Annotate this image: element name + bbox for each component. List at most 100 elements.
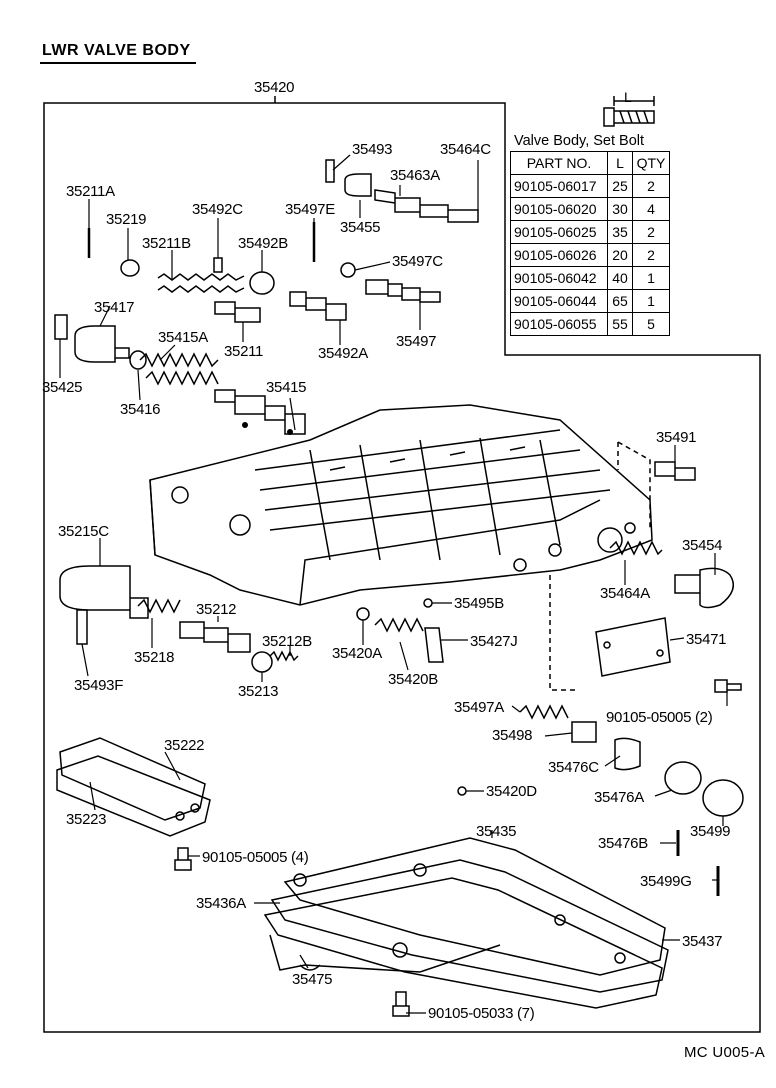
part-label: 35495B: [454, 595, 504, 612]
plug-35498: [571, 721, 597, 743]
ball-35495B: [423, 598, 433, 608]
qty: 2: [632, 174, 670, 198]
plug-35491: [654, 461, 696, 481]
gasket-35436A: [270, 859, 669, 993]
part-label: 35493F: [74, 677, 124, 694]
ball-35420A: [356, 607, 370, 621]
part-label: 35497E: [285, 201, 335, 218]
part-no: 90105-06025: [510, 220, 608, 244]
qty: 5: [632, 312, 670, 336]
part-label: 35213: [238, 683, 279, 700]
qty: 1: [632, 266, 670, 290]
spring-35415A: [139, 352, 219, 368]
qty: 2: [632, 220, 670, 244]
part-label: 35218: [134, 649, 175, 666]
part-label: 35223: [66, 811, 107, 828]
spring-35212B: [269, 650, 299, 662]
part-label: 35471: [686, 631, 727, 648]
plug-35476A: [664, 761, 702, 795]
clip-35427J: [424, 627, 444, 663]
part-label: 90105-05005 (2): [606, 709, 713, 726]
part-label: 35211: [224, 343, 264, 360]
plate-35471: [595, 617, 671, 677]
part-label: 35425: [42, 379, 83, 396]
part-label: 35497: [396, 333, 437, 350]
gasket-35223: [56, 755, 211, 837]
plug-35213: [251, 651, 273, 673]
part-label: 35211B: [142, 235, 191, 252]
shim-35493F: [76, 609, 88, 645]
length: 20: [607, 243, 633, 267]
part-label: 35454: [682, 537, 723, 554]
valve-35215C: [59, 565, 149, 619]
spring-35211B: [157, 273, 245, 281]
part-label: 35492A: [318, 345, 368, 362]
length: 35: [607, 220, 633, 244]
part-no: 90105-06026: [510, 243, 608, 267]
spring-35218: [137, 598, 181, 614]
pin-35492C: [213, 257, 223, 273]
part-label: 35219: [106, 211, 147, 228]
length: 30: [607, 197, 633, 221]
qty: 2: [632, 243, 670, 267]
part-label: 35420B: [388, 671, 438, 688]
part-label: 90105-05005 (4): [202, 849, 309, 866]
plug-35416: [129, 350, 147, 370]
plate-35437: [263, 877, 663, 1009]
leader-lines: [59, 154, 728, 1014]
part-label: 35420A: [332, 645, 382, 662]
part-label: 35476A: [594, 789, 644, 806]
part-label: 35417: [94, 299, 135, 316]
part-no: 90105-06042: [510, 266, 608, 290]
part-no: 90105-06044: [510, 289, 608, 313]
part-label: 90105-05033 (7): [428, 1005, 535, 1022]
title-underline: [40, 62, 196, 64]
cover-35222: [59, 737, 206, 821]
part-label: 35463A: [390, 167, 440, 184]
part-label: 35435: [476, 823, 517, 840]
part-label: 35464C: [440, 141, 491, 158]
ball-35497C: [340, 262, 356, 278]
bolt-length-label: L: [624, 89, 632, 105]
plate-35435: [283, 837, 666, 976]
part-label: 35437: [682, 933, 723, 950]
part-label: 35475: [292, 971, 333, 988]
col-part-no: PART NO.: [510, 151, 608, 175]
part-label: 35476B: [598, 835, 648, 852]
col-length: L: [607, 151, 633, 175]
valve-body-casting: [149, 404, 653, 606]
plug-35476C: [614, 737, 641, 771]
part-label: 35212: [196, 601, 237, 618]
valve-35212: [179, 621, 251, 653]
part-label: 35416: [120, 401, 161, 418]
part-label: 35497A: [454, 699, 504, 716]
part-label: 35436A: [196, 895, 246, 912]
part-label: 35215C: [58, 523, 109, 540]
part-label: 35212B: [262, 633, 312, 650]
part-label: 35222: [164, 737, 205, 754]
bolt-90105-05005-2: [714, 679, 742, 693]
dash-35497A: [549, 575, 575, 691]
bolt-90105-05033-7: [392, 991, 410, 1017]
valve-35415: [214, 389, 306, 435]
part-label: 35427J: [470, 633, 518, 650]
plug-35492B: [249, 271, 275, 295]
part-label: 35476C: [548, 759, 599, 776]
spring-35420B: [374, 617, 424, 633]
qty: 4: [632, 197, 670, 221]
part-label: 35499G: [640, 873, 692, 890]
part-label: 35420D: [486, 783, 537, 800]
part-label: 35492B: [238, 235, 288, 252]
part-label: 35497C: [392, 253, 443, 270]
shim-35425: [54, 314, 68, 340]
part-label: 35492C: [192, 201, 243, 218]
length: 40: [607, 266, 633, 290]
diagram-code: MC U005-A: [684, 1044, 766, 1061]
